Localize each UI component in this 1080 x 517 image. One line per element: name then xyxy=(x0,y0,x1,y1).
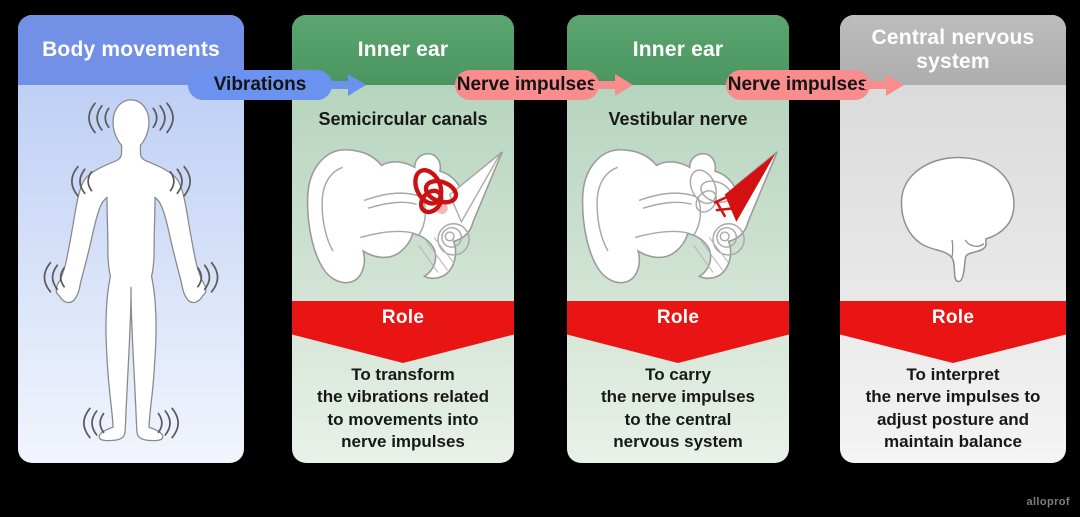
nerve-impulses-pill: Nerve impulses xyxy=(455,70,599,100)
arrow-nerve-impulses-1: Nerve impulses xyxy=(455,70,633,100)
arrow-nerve-impulses-2: Nerve impulses xyxy=(726,70,904,100)
role-description: To transform the vibrations related to m… xyxy=(317,365,489,452)
panel-title: Inner ear xyxy=(632,37,724,61)
panel-subtitle: Vestibular nerve xyxy=(608,109,748,129)
brand-watermark: alloprof xyxy=(1026,496,1070,508)
panel-title: Body movements xyxy=(42,37,220,61)
ear-canals-illustration xyxy=(292,131,514,301)
right-arrow-icon xyxy=(326,74,366,96)
panel-subtitle: Semicircular canals xyxy=(318,109,488,129)
role-description: To interpret the nerve impulses to adjus… xyxy=(865,365,1041,452)
brain-illustration xyxy=(840,131,1066,301)
brain-icon xyxy=(900,156,1015,282)
vibrations-pill: Vibrations xyxy=(188,70,332,100)
panel-inner-ear-nerve: Inner ear Vestibular nerve xyxy=(567,15,789,463)
human-body-icon xyxy=(43,99,219,442)
semicircular-canals-highlight xyxy=(413,168,459,215)
nerve-impulses-pill: Nerve impulses xyxy=(726,70,870,100)
role-banner: Role xyxy=(567,301,789,363)
role-banner: Role xyxy=(292,301,514,363)
right-arrow-icon xyxy=(593,74,633,96)
panel-central-nervous-system: Central nervous system Role To interpret… xyxy=(840,15,1066,463)
role-label: Role xyxy=(381,307,425,328)
role-description: To carry the nerve impulses to the centr… xyxy=(600,365,755,452)
ear-nerve-illustration xyxy=(567,131,789,301)
arrow-vibrations: Vibrations xyxy=(188,70,366,100)
ear-cross-section-icon xyxy=(581,149,778,284)
panel-title: Inner ear xyxy=(357,37,449,61)
role-label: Role xyxy=(656,307,700,328)
panel-cns-header: Central nervous system xyxy=(840,15,1066,85)
vestibular-nerve-highlight xyxy=(713,153,776,222)
vibrating-human-body-illustration xyxy=(18,89,244,457)
role-label: Role xyxy=(931,307,975,328)
role-banner: Role xyxy=(840,301,1066,363)
ear-cross-section-icon xyxy=(306,149,503,284)
panel-title: Central nervous system xyxy=(871,25,1035,73)
right-arrow-icon xyxy=(864,74,904,96)
